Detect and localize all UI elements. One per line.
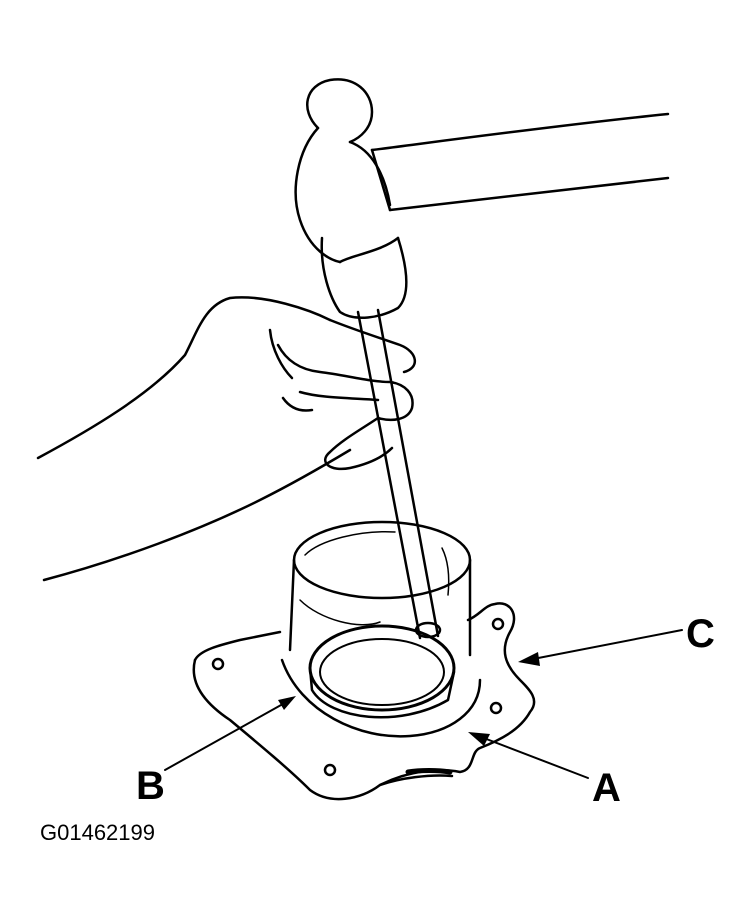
callout-b: B [136,764,165,808]
leader-arrowheads [278,652,540,746]
leader-lines [164,629,683,779]
callout-c: C [686,612,715,656]
figure-id: G01462199 [40,820,155,845]
leader-a [475,734,589,779]
arrowhead-a [468,732,490,746]
arrowhead-b [278,696,296,710]
callout-a: A [592,766,621,810]
seal-ring [308,624,456,719]
drift-punch [356,308,442,640]
housing-flange [192,602,536,801]
leader-c [527,629,683,661]
arrowhead-c [518,652,540,666]
hand [36,296,416,582]
leader-b [164,699,291,771]
hammer [294,78,670,320]
housing-bore [280,520,482,738]
